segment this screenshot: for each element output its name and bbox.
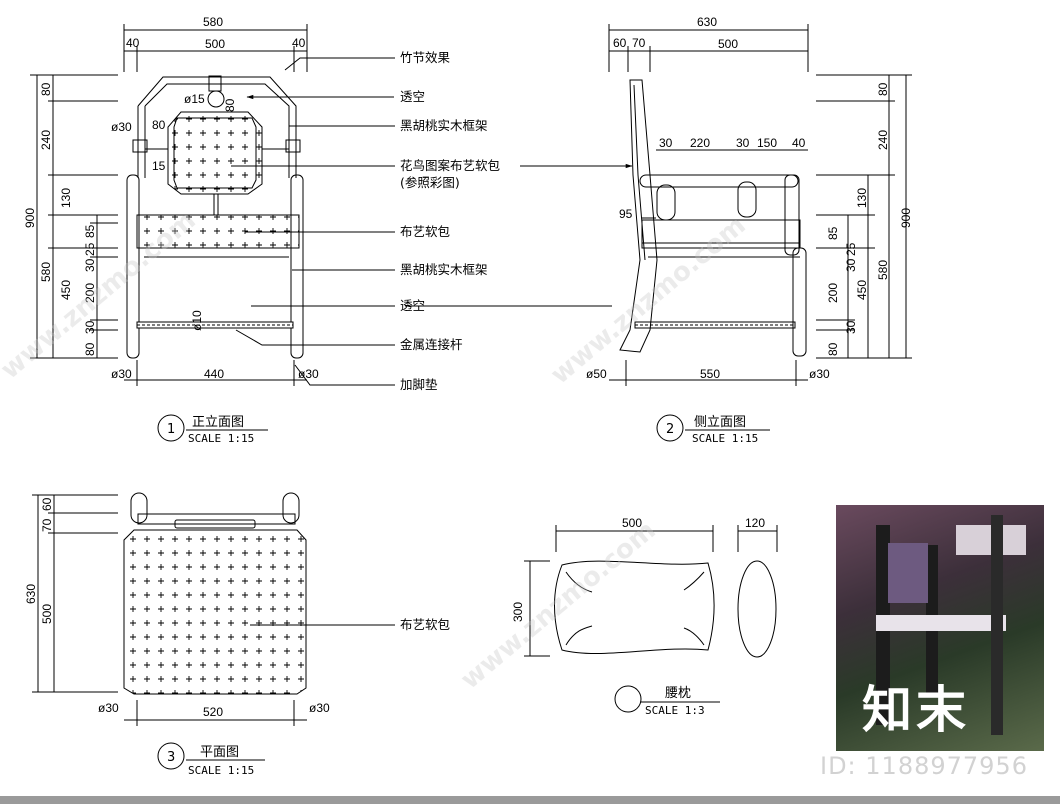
front-dim-panel-80: 80 — [152, 118, 166, 132]
side-title-number: 2 — [666, 422, 674, 437]
plan-view-text: 60 70 630 500 ø30 520 ø30 布艺软包 3 平面图 SCA… — [24, 497, 450, 777]
front-dim-node-dia: ø15 — [184, 92, 205, 106]
front-dim-bottom-width: 440 — [204, 367, 224, 381]
front-dim-inner-width: 500 — [205, 37, 225, 51]
front-dim-total-width: 580 — [203, 15, 223, 29]
pillow-scale: SCALE 1:3 — [645, 704, 705, 717]
front-elevation-text: 580 40 500 40 80 240 900 130 25 85 30 58… — [23, 15, 500, 445]
side-dim-mid-150: 150 — [757, 136, 777, 150]
callout-foot-pad: 加脚垫 — [400, 377, 438, 392]
front-dim-left-80: 80 — [39, 82, 53, 96]
plan-scale: SCALE 1:15 — [188, 764, 254, 777]
side-dim-right-30a: 30 — [844, 258, 858, 272]
front-dim-left-900: 900 — [23, 208, 37, 228]
side-dim-right-80: 80 — [876, 82, 890, 96]
plan-dim-70: 70 — [40, 518, 54, 532]
plan-dim-630: 630 — [24, 584, 38, 604]
side-scale: SCALE 1:15 — [692, 432, 758, 445]
watermark-site-3: www.znzmo.com — [545, 210, 751, 390]
front-dim-left-margin: 40 — [126, 36, 140, 50]
front-dim-left-580: 580 — [39, 262, 53, 282]
side-dim-right-85: 85 — [826, 226, 840, 240]
lumbar-pillow-text: 500 120 300 腰枕 SCALE 1:3 — [511, 516, 765, 717]
front-title-number: 1 — [167, 422, 175, 437]
front-dim-bottom-left-dia: ø30 — [111, 367, 132, 381]
front-dim-panel-15: 15 — [152, 159, 166, 173]
callout-hollow-top: 透空 — [400, 89, 425, 104]
side-dim-right-30b: 30 — [844, 320, 858, 334]
side-dim-mid-40: 40 — [792, 136, 806, 150]
plan-dim-width: 520 — [203, 705, 223, 719]
callout-fabric-upholstery: 布艺软包 — [400, 224, 450, 239]
plan-dim-bottom-left-dia: ø30 — [98, 701, 119, 715]
front-dim-rod-dia: ø10 — [190, 310, 204, 331]
front-title: 正立面图 — [192, 415, 244, 430]
watermarks: www.znzmo.com www.znzmo.com www.znzmo.co… — [0, 205, 752, 695]
side-dim-bottom-depth: 550 — [700, 367, 720, 381]
side-dim-right-580: 580 — [876, 260, 890, 280]
plan-dim-bottom-right-dia: ø30 — [309, 701, 330, 715]
pillow-title: 腰枕 — [665, 686, 691, 701]
side-dim-right-130: 130 — [855, 188, 869, 208]
side-dim-mid-220: 220 — [690, 136, 710, 150]
callout-see-color-image: (参照彩图) — [400, 175, 460, 190]
side-dim-total-depth: 630 — [697, 15, 717, 29]
reference-photo-chair — [876, 515, 1026, 735]
front-dim-post-dia: ø30 — [111, 120, 132, 134]
reference-photo: 知末 — [836, 505, 1044, 751]
pillow-dim-length: 500 — [622, 516, 642, 530]
front-dim-left-30b: 30 — [83, 320, 97, 334]
lumbar-pillow — [524, 525, 778, 713]
plan-title: 平面图 — [200, 745, 239, 760]
side-dim-60: 60 — [613, 36, 627, 50]
resource-id: ID: 1188977956 — [820, 752, 1028, 780]
side-dim-95: 95 — [619, 207, 633, 221]
pillow-dim-height: 300 — [511, 602, 525, 622]
brand-mark: 知末 — [862, 681, 970, 739]
side-dim-right-900: 900 — [899, 208, 913, 228]
watermark-site-2: www.znzmo.com — [455, 515, 661, 695]
plan-title-number: 3 — [167, 750, 175, 765]
front-dim-right-margin: 40 — [292, 36, 306, 50]
front-dim-bottom-right-dia: ø30 — [298, 367, 319, 381]
plan-dim-60: 60 — [40, 497, 54, 511]
side-dim-bottom-right-dia: ø30 — [809, 367, 830, 381]
front-elevation — [30, 24, 395, 442]
side-dim-right-240: 240 — [876, 130, 890, 150]
front-dim-left-200: 200 — [83, 283, 97, 303]
front-dim-left-130: 130 — [59, 188, 73, 208]
callout-floral-upholstery: 花鸟图案布艺软包 — [400, 158, 500, 173]
side-dim-mid-30b: 30 — [736, 136, 750, 150]
front-dim-left-85: 85 — [83, 224, 97, 238]
side-elevation-text: 630 60 70 500 30 220 30 150 40 95 80 240… — [586, 15, 913, 445]
side-title: 侧立面图 — [694, 415, 746, 430]
front-dim-left-450: 450 — [59, 280, 73, 300]
front-dim-node-80: 80 — [223, 98, 237, 112]
side-dim-right-450: 450 — [855, 280, 869, 300]
front-dim-left-25: 25 — [83, 242, 97, 256]
plan-callout-fabric: 布艺软包 — [400, 617, 450, 632]
side-dim-right-25: 25 — [844, 242, 858, 256]
front-dim-left-30a: 30 — [83, 258, 97, 272]
side-dim-500: 500 — [718, 37, 738, 51]
front-dim-left-80b: 80 — [83, 342, 97, 356]
footer-bar — [0, 796, 1060, 804]
front-scale: SCALE 1:15 — [188, 432, 254, 445]
callout-bamboo-effect: 竹节效果 — [400, 50, 451, 65]
pillow-dim-thickness: 120 — [745, 516, 765, 530]
plan-view — [32, 492, 395, 770]
side-elevation — [405, 24, 912, 442]
callout-walnut-frame-bottom: 黑胡桃实木框架 — [400, 262, 488, 277]
plan-dim-500: 500 — [40, 604, 54, 624]
callout-metal-rod: 金属连接杆 — [400, 337, 463, 352]
side-dim-right-80b: 80 — [826, 342, 840, 356]
front-dim-left-240: 240 — [39, 130, 53, 150]
side-dim-70: 70 — [632, 36, 646, 50]
callout-walnut-frame-top: 黑胡桃实木框架 — [400, 118, 488, 133]
side-dim-right-200: 200 — [826, 283, 840, 303]
side-dim-mid-30a: 30 — [659, 136, 673, 150]
side-dim-bottom-left-dia: ø50 — [586, 367, 607, 381]
